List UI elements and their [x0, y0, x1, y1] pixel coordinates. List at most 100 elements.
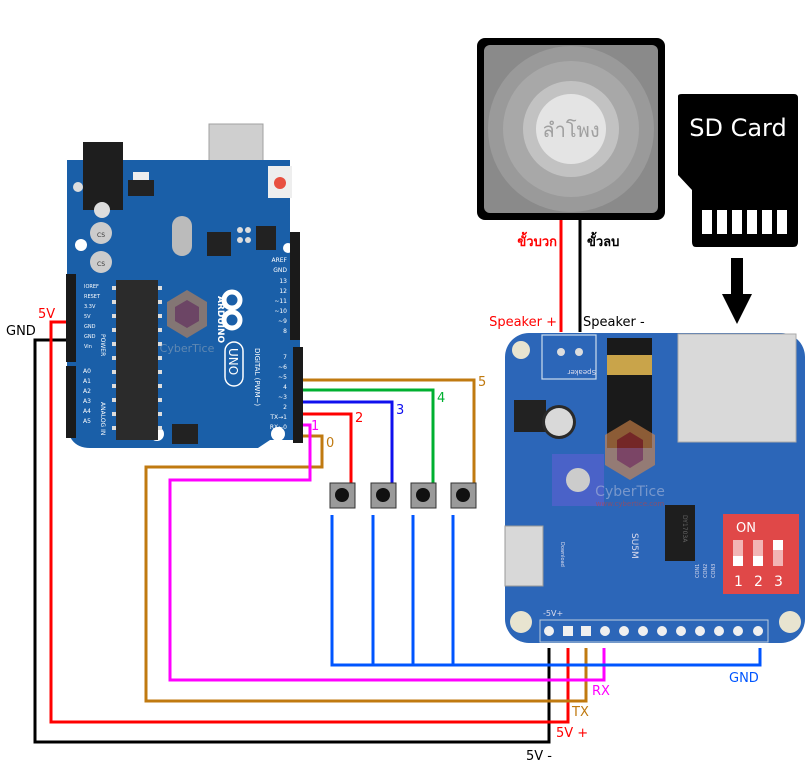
label-rx: RX: [592, 684, 610, 699]
wire-pin3-blue: [298, 400, 394, 483]
main-ic: [665, 505, 695, 561]
svg-text:Download: Download: [559, 542, 565, 567]
svg-text:2: 2: [754, 574, 763, 590]
button-2[interactable]: [370, 482, 397, 509]
mp3-module: Speaker DY1703A SU5M Download ON: [504, 333, 805, 643]
svg-text:Speaker: Speaker: [567, 368, 596, 376]
svg-text:5V: 5V: [84, 314, 91, 320]
speaker-connector: [541, 334, 597, 380]
digital-header-bottom: [293, 347, 303, 443]
svg-text:CON1: CON1: [695, 564, 701, 578]
label-gnd-left: GND: [6, 324, 36, 339]
sd-card-label: SD Card: [689, 114, 787, 142]
button-1[interactable]: [329, 482, 356, 509]
wire-5v-red: [49, 320, 570, 724]
sd-slot: [677, 333, 797, 443]
label-pin4: 4: [437, 391, 445, 406]
svg-text:1: 1: [734, 574, 743, 590]
label-pin3: 3: [396, 403, 404, 418]
watermark-name: CyberTice: [595, 484, 665, 500]
svg-text:A2: A2: [83, 388, 91, 395]
label-pin1: 1: [311, 419, 319, 434]
power-pin-labels: IOREF RESET 3.3V 5V GND GND Vin: [84, 284, 101, 350]
svg-text:SU5M: SU5M: [629, 533, 639, 559]
svg-text:RX←0: RX←0: [270, 424, 287, 431]
label-speaker-minus: Speaker -: [583, 315, 645, 330]
svg-text:-5V+: -5V+: [543, 609, 563, 618]
wire-gnd-blue: [330, 515, 762, 667]
wire-tx-orange: [144, 434, 588, 703]
wires: [33, 218, 762, 744]
button-4[interactable]: [450, 482, 477, 509]
arduino-brand: ARDUINO: [215, 296, 225, 344]
label-pin2: 2: [355, 411, 363, 426]
svg-text:13: 13: [279, 278, 287, 285]
speaker: ลำโพง: [477, 38, 665, 220]
mp3-pin-header: [539, 619, 769, 643]
wire-pin4-green: [298, 388, 435, 483]
svg-text:~11: ~11: [274, 298, 287, 305]
svg-text:A1: A1: [83, 378, 91, 385]
label-tx: TX: [571, 705, 589, 720]
svg-text:CS: CS: [97, 232, 105, 239]
svg-text:2: 2: [283, 404, 287, 411]
mp3-pins: [544, 626, 763, 636]
svg-text:4: 4: [283, 384, 287, 391]
svg-text:GND: GND: [273, 267, 287, 274]
watermark-arduino: CyberTice: [160, 290, 215, 355]
crystal: [172, 216, 192, 256]
label-pin5: 5: [478, 375, 486, 390]
svg-text:DY1703A: DY1703A: [681, 515, 688, 543]
speaker-label: ลำโพง: [542, 118, 599, 142]
arduino-uno: CS CS ARDUINO UNO DIGITAL (PWM~): [66, 123, 303, 448]
labels: ขั้วบวก ขั้วลบ Speaker + Speaker - 5V GN…: [6, 231, 759, 764]
dip-switch[interactable]: ON 1 2 3: [723, 514, 799, 594]
label-speaker-negative: ขั้วลบ: [587, 231, 619, 250]
wire-pin2-red: [298, 412, 353, 483]
svg-text:A5: A5: [83, 418, 91, 425]
label-gnd-right: GND: [729, 671, 759, 686]
atmega-chip: [116, 280, 158, 440]
svg-text:CyberTice: CyberTice: [160, 342, 215, 355]
analog-header: [66, 366, 76, 438]
analog-pin-labels: A0 A1 A2 A3 A4 A5: [83, 368, 91, 425]
arduino-logo: [221, 289, 243, 331]
arduino-power-label: POWER: [99, 334, 106, 356]
label-5v-left: 5V: [38, 307, 55, 322]
svg-text:RESET: RESET: [84, 294, 101, 300]
svg-text:3.3V: 3.3V: [84, 304, 96, 310]
button-3[interactable]: [410, 482, 437, 509]
micro-usb: [504, 525, 544, 587]
svg-text:~10: ~10: [274, 308, 287, 315]
sd-card-contacts: [702, 210, 787, 234]
capacitor-2: [90, 251, 112, 273]
svg-text:ON: ON: [736, 521, 756, 536]
svg-text:12: 12: [279, 288, 287, 295]
svg-text:8: 8: [283, 328, 287, 335]
svg-text:CON2: CON2: [703, 564, 709, 578]
label-pin0: 0: [326, 436, 334, 451]
svg-text:3: 3: [774, 574, 783, 590]
push-buttons: [329, 482, 477, 509]
svg-text:AREF: AREF: [271, 257, 287, 264]
arduino-model: UNO: [226, 348, 240, 375]
arduino-digital-label: DIGITAL (PWM~): [253, 348, 261, 406]
svg-text:7: 7: [283, 354, 287, 361]
watermark-url: www.cybertice.com: [596, 500, 665, 508]
svg-text:CS: CS: [97, 261, 105, 268]
speaker-cone: [536, 94, 606, 164]
digital-pin-labels: AREF GND 13 12 ~11 ~10 ~9 8 7 ~6 ~5 4 ~3…: [269, 257, 287, 431]
svg-text:GND: GND: [84, 324, 96, 330]
power-header: [66, 274, 76, 362]
label-speaker-positive: ขั้วบวก: [517, 231, 557, 250]
svg-text:IOREF: IOREF: [84, 284, 99, 290]
watermark-module: CyberTice www.cybertice.com: [595, 420, 665, 508]
svg-text:~5: ~5: [278, 374, 287, 381]
label-speaker-plus: Speaker +: [489, 315, 557, 330]
insert-arrow-icon: [722, 258, 752, 324]
sd-card-body: [678, 94, 798, 247]
sd-card: SD Card: [678, 94, 798, 247]
label-5v-plus: 5V +: [556, 726, 588, 741]
wire-pin5-orange: [298, 378, 476, 483]
svg-text:CON3: CON3: [711, 564, 717, 578]
